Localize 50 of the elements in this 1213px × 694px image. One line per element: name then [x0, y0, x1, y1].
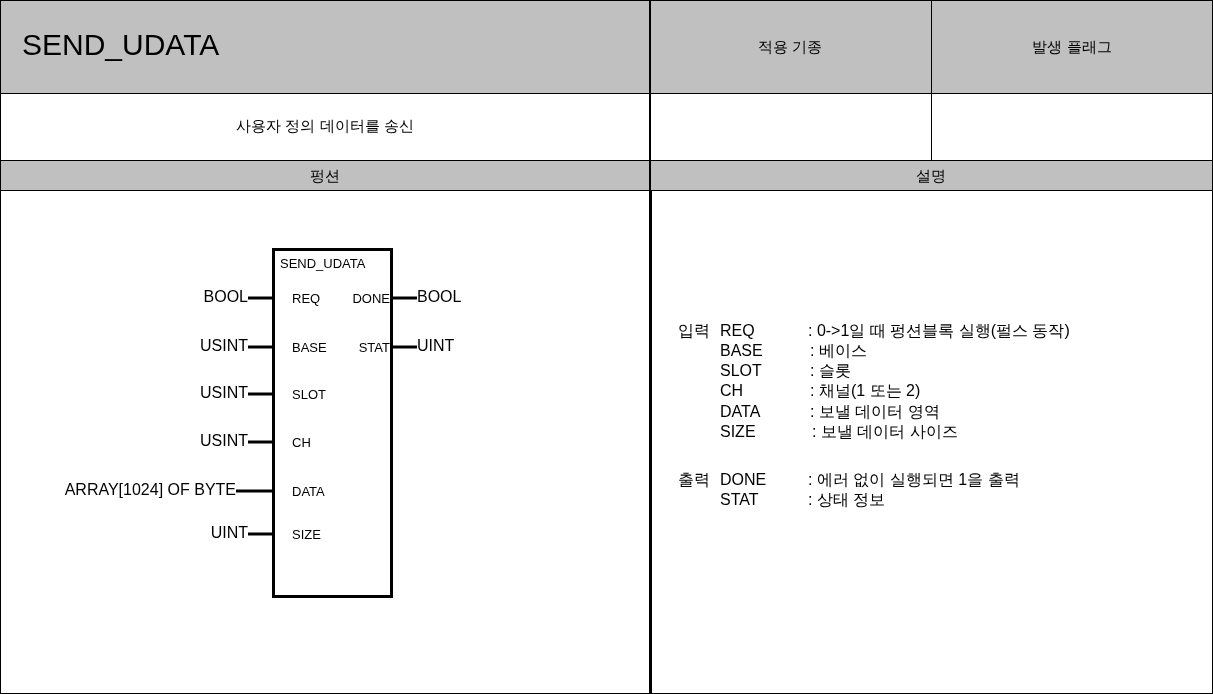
- pin-label: CH: [275, 435, 311, 451]
- connector-line: [390, 345, 417, 349]
- type-label: USINT: [200, 432, 248, 450]
- pin-label: SLOT: [275, 387, 326, 403]
- description-text: : 베이스: [810, 342, 867, 361]
- column-heading: 펑션: [310, 167, 340, 185]
- function-block: [272, 248, 393, 598]
- description-text: : 에러 없이 실행되면 1을 출력: [808, 471, 1020, 490]
- pin-label: DONE: [352, 291, 390, 307]
- description-text: 출력: [678, 471, 710, 490]
- description-text: STAT: [720, 491, 759, 510]
- column-heading: 사용자 정의 데이터를 송신: [236, 117, 414, 135]
- description-text: BASE: [720, 342, 763, 361]
- connector-line: [390, 296, 417, 300]
- type-label: USINT: [200, 337, 248, 355]
- description-text: REQ: [720, 322, 755, 341]
- pin-label: REQ: [275, 291, 321, 307]
- column-heading: 발생 플래그: [1032, 38, 1112, 56]
- column-heading: 적용 기종: [757, 38, 823, 56]
- description-text: : 보낼 데이터 사이즈: [812, 423, 958, 442]
- type-label: BOOL: [417, 288, 462, 306]
- connector-line: [236, 489, 275, 493]
- type-label: USINT: [200, 384, 248, 402]
- connector-line: [248, 392, 275, 396]
- description-text: : 0->1일 때 펑션블록 실행(펄스 동작): [808, 322, 1070, 341]
- description-text: DONE: [720, 471, 767, 490]
- pin-label: DATA: [275, 484, 325, 500]
- description-text: DATA: [720, 403, 761, 422]
- connector-line: [248, 296, 275, 300]
- type-label: UINT: [210, 524, 248, 542]
- table-title: SEND_UDATA: [22, 28, 220, 63]
- block-title: SEND_UDATA: [280, 256, 366, 272]
- pin-label: STAT: [358, 340, 390, 356]
- description-text: : 채널(1 또는 2): [810, 382, 921, 401]
- description-text: 입력: [678, 322, 710, 341]
- column-heading: 설명: [916, 167, 946, 185]
- type-label: BOOL: [203, 288, 248, 306]
- type-label: UINT: [417, 337, 455, 355]
- description-text: : 보낼 데이터 영역: [810, 403, 940, 422]
- description-text: SLOT: [720, 362, 762, 381]
- connector-line: [248, 440, 275, 444]
- connector-line: [248, 532, 275, 536]
- pin-label: SIZE: [275, 527, 321, 543]
- connector-line: [248, 345, 275, 349]
- description-text: CH: [720, 382, 744, 401]
- description-text: : 슬롯: [810, 362, 851, 381]
- type-label: ARRAY[1024] OF BYTE: [64, 481, 236, 499]
- pin-label: BASE: [275, 340, 327, 356]
- description-text: SIZE: [720, 423, 756, 442]
- description-text: : 상태 정보: [808, 491, 886, 510]
